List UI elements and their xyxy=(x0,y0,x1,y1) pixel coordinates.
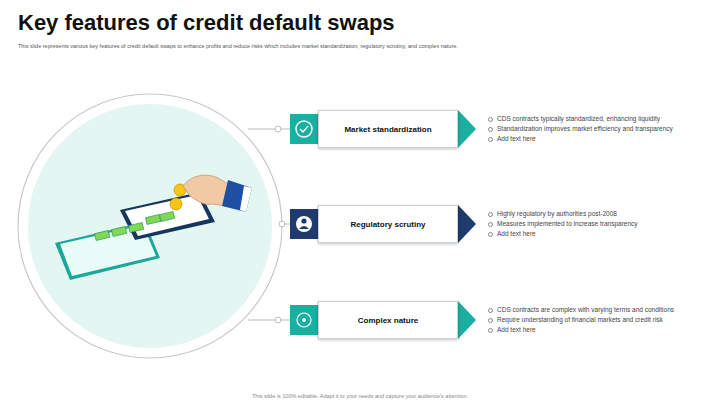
feature-box: Regulatory scrutiny xyxy=(318,205,458,243)
leader-lines xyxy=(248,126,292,323)
bullet-text: Measures implemented to increase transpa… xyxy=(488,220,638,227)
bullet-text: Add text here xyxy=(488,135,536,142)
bullet-text: Highly regulatory by authorities post-20… xyxy=(488,210,617,217)
feature-box: Market standardization xyxy=(318,110,458,148)
bullet-text: Require understanding of financial marke… xyxy=(488,316,663,323)
feature-icons xyxy=(290,110,476,339)
bullet-text: Add text here xyxy=(488,230,536,237)
feature-heading: Complex nature xyxy=(358,316,418,325)
slide-subtitle: This slide represents various key featur… xyxy=(18,43,458,49)
bullet-text: Standardization improves market efficien… xyxy=(488,125,673,132)
feature-box: Complex nature xyxy=(318,301,458,339)
bullet-text: CDS contracts are complex with varying t… xyxy=(488,306,674,313)
outer-ring xyxy=(18,94,282,358)
inner-circle xyxy=(28,104,272,348)
feature-heading: Market standardization xyxy=(344,125,431,134)
bullet-text: Add text here xyxy=(488,326,536,333)
feature-heading: Regulatory scrutiny xyxy=(350,220,425,229)
footer-note: This slide is 100% editable. Adapt it to… xyxy=(252,393,468,399)
slide-title: Key features of credit default swaps xyxy=(18,10,395,36)
money-illustration xyxy=(55,175,252,280)
bullet-text: CDS contracts typically standardized, en… xyxy=(488,115,660,122)
